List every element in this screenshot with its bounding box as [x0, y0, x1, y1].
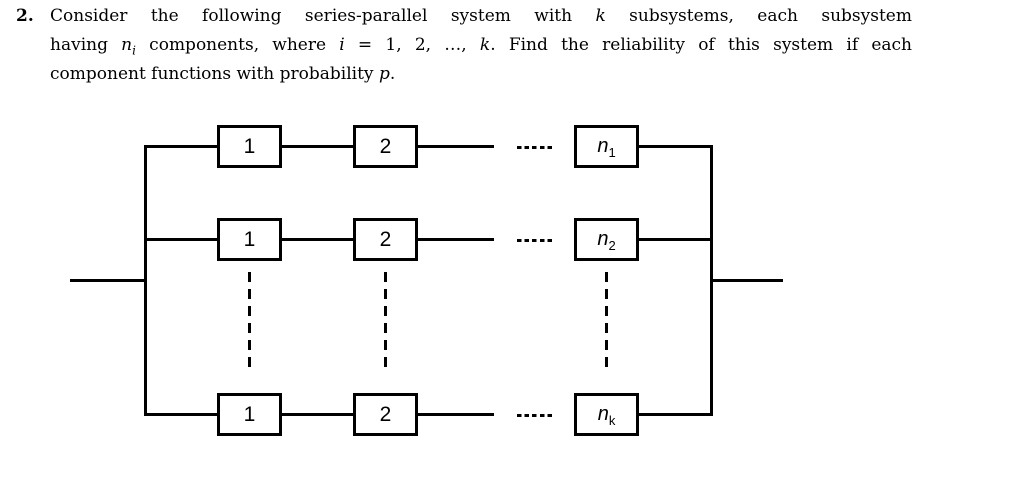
- n-subscript: k: [608, 413, 616, 428]
- problem-statement: 2. Consider the following series-paralle…: [16, 2, 912, 89]
- component-box-label: 2: [379, 227, 392, 251]
- wire-row2-box1-to-box2: [281, 238, 354, 241]
- n-subscript: 2: [608, 238, 616, 253]
- math-var-n: n: [121, 35, 133, 55]
- text-segment: .: [389, 64, 396, 84]
- wire-row1-boxn-to-bus: [637, 145, 713, 148]
- wire-row2-box2-stub: [417, 238, 494, 241]
- wire-row1-box2-stub: [417, 145, 494, 148]
- text-segment: . Find the reliability of this system if…: [490, 35, 912, 55]
- n-base: n: [597, 135, 609, 157]
- wire-row2-boxn-to-bus: [637, 238, 713, 241]
- parallel-bus-left: [144, 145, 147, 416]
- component-box-label: 1: [243, 227, 256, 251]
- problem-text-line-1: Consider the following series-parallel s…: [50, 2, 912, 31]
- text-segment: having: [50, 35, 122, 55]
- component-box-label: 2: [379, 402, 392, 426]
- component-box-row1-col2: 2: [353, 125, 418, 168]
- math-var-i: i: [339, 35, 345, 55]
- component-box-label: 1: [243, 134, 256, 158]
- text-segment: subsystems, each subsystem: [605, 6, 912, 26]
- wire-row3-bus-to-box1: [144, 413, 218, 416]
- math-sub-i: i: [132, 43, 136, 58]
- wire-row3-box2-stub: [417, 413, 494, 416]
- text-segment: Consider the following series-parallel s…: [50, 6, 596, 26]
- wire-row1-bus-to-box1: [144, 145, 218, 148]
- component-box-label: n1: [597, 135, 616, 160]
- n-base: n: [597, 228, 609, 250]
- component-box-row3-col1: 1: [217, 393, 282, 436]
- output-wire: [710, 279, 783, 282]
- wire-row1-box1-to-box2: [281, 145, 354, 148]
- text-segment: components, where: [135, 35, 340, 55]
- text-segment: = 1, 2, …,: [344, 35, 480, 55]
- math-var-k: k: [479, 35, 491, 55]
- continuation-dashes-row3: [517, 414, 555, 417]
- text-segment: component functions with probability: [50, 64, 379, 84]
- problem-text-line-3: component functions with probability p.: [50, 60, 912, 89]
- component-box-row3-coln: nk: [574, 393, 639, 436]
- math-var-k: k: [595, 6, 606, 26]
- continuation-dashes-vertical-col1: [248, 272, 251, 373]
- problem-text: Consider the following series-parallel s…: [50, 2, 912, 89]
- problem-number: 2.: [16, 6, 34, 26]
- continuation-dashes-vertical-coln: [605, 272, 608, 373]
- continuation-dashes-row2: [517, 239, 555, 242]
- wire-row3-box1-to-box2: [281, 413, 354, 416]
- continuation-dashes-vertical-col2: [384, 272, 387, 373]
- continuation-dashes-row1: [517, 146, 555, 149]
- component-box-row2-col1: 1: [217, 218, 282, 261]
- wire-row3-boxn-to-bus: [637, 413, 713, 416]
- n-base: n: [597, 403, 609, 425]
- component-box-label: 2: [379, 134, 392, 158]
- component-box-row1-coln: n1: [574, 125, 639, 168]
- input-wire: [70, 279, 147, 282]
- component-box-label: nk: [597, 403, 616, 428]
- component-box-row2-coln: n2: [574, 218, 639, 261]
- math-var-p: p: [378, 64, 390, 84]
- component-box-label: n2: [597, 228, 616, 253]
- problem-text-line-2: having ni components, where i = 1, 2, …,…: [50, 31, 912, 60]
- component-box-row3-col2: 2: [353, 393, 418, 436]
- component-box-label: 1: [243, 402, 256, 426]
- component-box-row2-col2: 2: [353, 218, 418, 261]
- n-subscript: 1: [608, 145, 616, 160]
- wire-row2-bus-to-box1: [144, 238, 218, 241]
- component-box-row1-col1: 1: [217, 125, 282, 168]
